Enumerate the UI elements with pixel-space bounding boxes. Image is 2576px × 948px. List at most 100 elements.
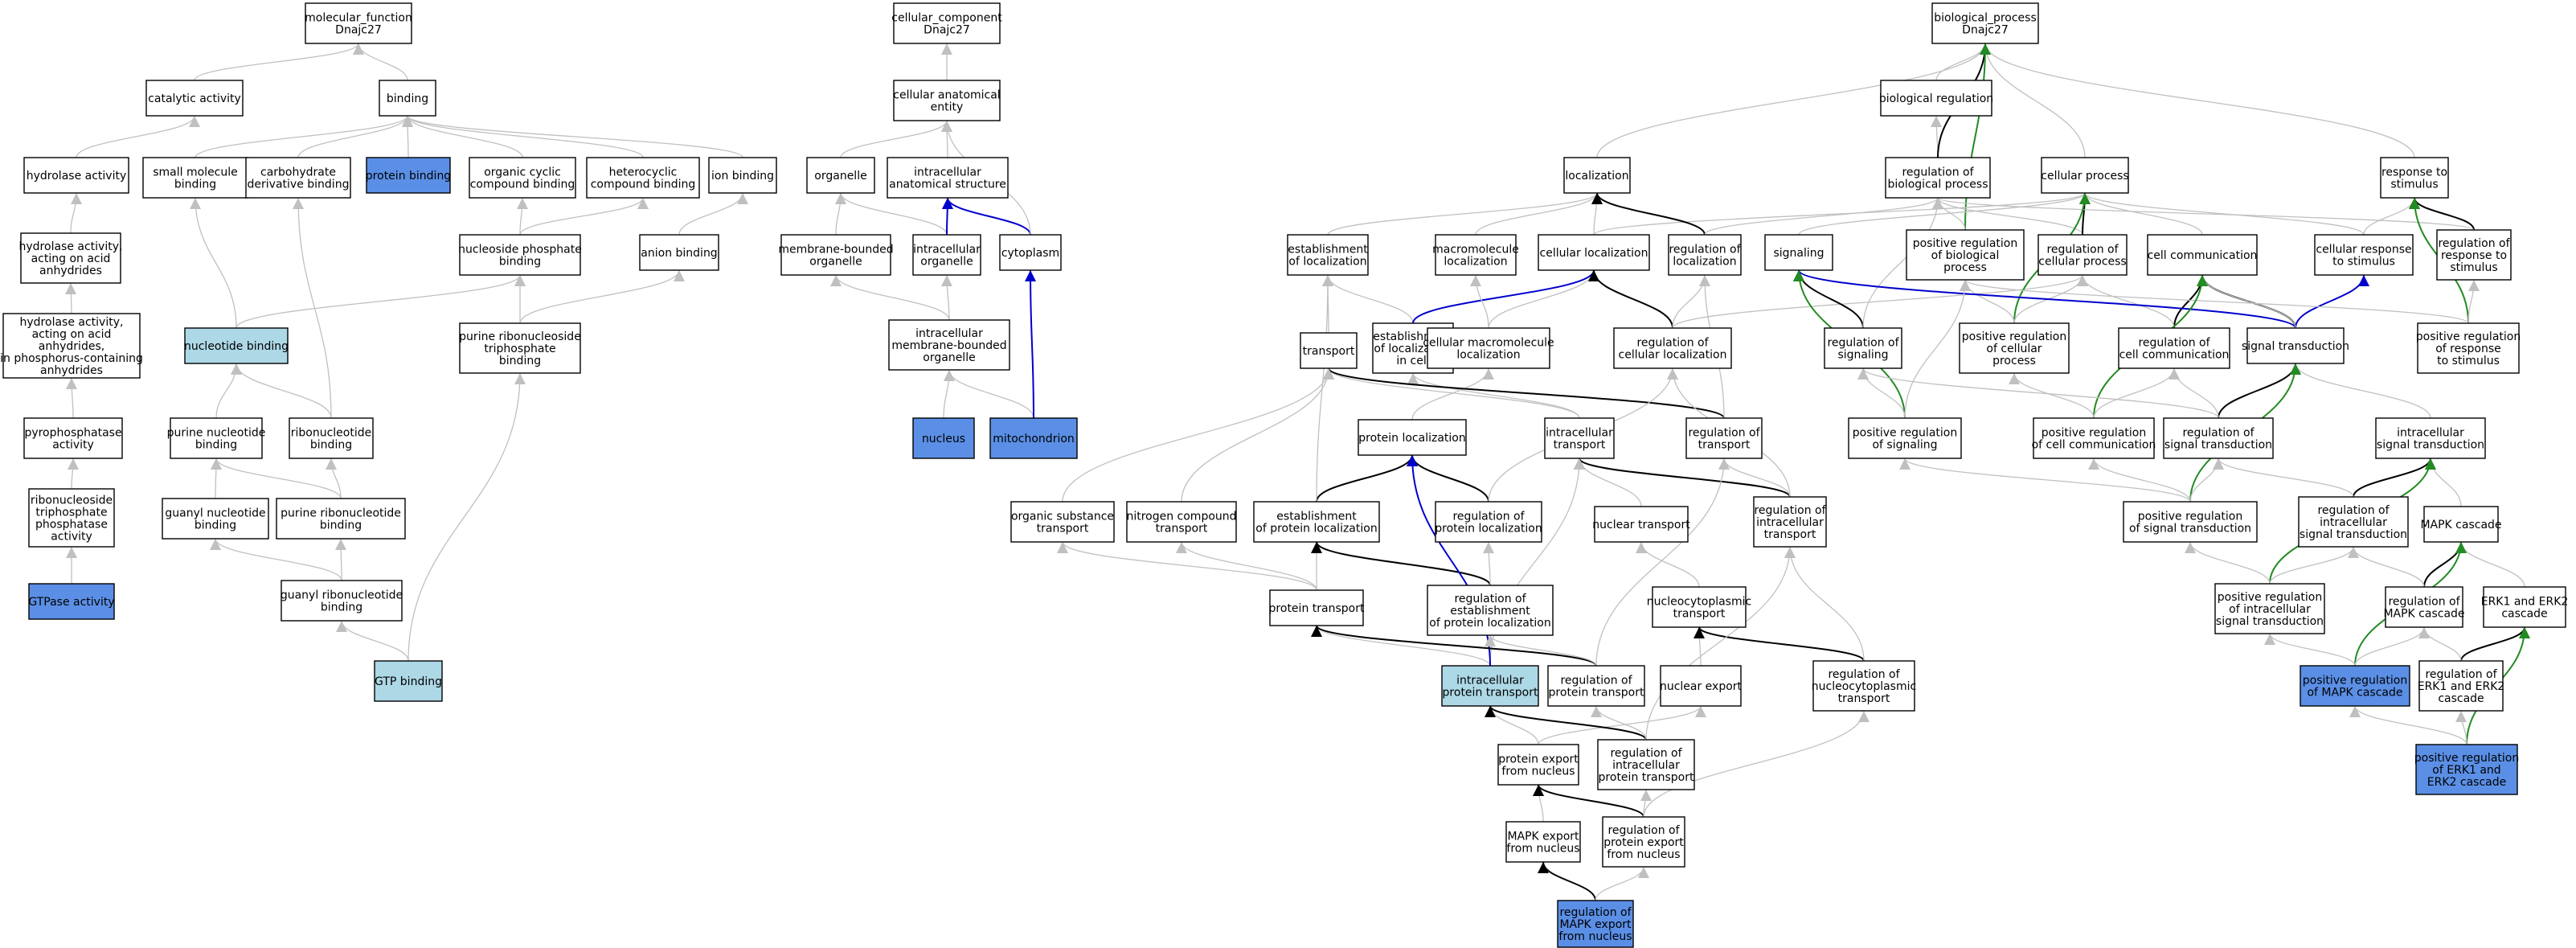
edge-is-a	[2077, 274, 2175, 329]
node-box	[374, 660, 443, 702]
node-box	[887, 157, 1009, 199]
node-label-line: guanyl ribonucleotide	[281, 589, 403, 602]
node-box	[1959, 322, 2070, 374]
node-label-line: binding	[310, 439, 352, 452]
node-label-line: molecular_function	[305, 12, 412, 25]
edge-is-a	[402, 115, 523, 158]
edge-is-a	[76, 115, 200, 158]
go-term-node: cytoplasm	[999, 234, 1062, 271]
node-box	[2147, 234, 2258, 276]
go-term-node: protein transport	[1269, 589, 1365, 626]
edge-is-a	[1645, 546, 1796, 741]
edge-is-a	[293, 197, 332, 419]
go-term-node: signaling	[1764, 234, 1833, 271]
edge-is-a	[519, 197, 649, 236]
edge-is-a	[1693, 626, 1706, 667]
node-label-line: ERK1 and ERK2	[2481, 596, 2569, 609]
node-label-line: cell communication	[2148, 249, 2258, 262]
node-label-line: activity	[51, 531, 92, 544]
node-label-line: transport	[1554, 439, 1606, 452]
node-label-line: signal transduction	[2216, 615, 2324, 628]
edge-is-a	[2455, 710, 2467, 745]
node-label-line: cellular process	[2041, 170, 2128, 183]
edge-is-a	[195, 115, 413, 158]
node-label-line: of response	[2435, 343, 2501, 355]
edge-is-a	[1475, 192, 1603, 236]
edge-is-a	[835, 192, 948, 236]
node-label-line: binding	[499, 256, 541, 269]
node-label-line: organelle	[923, 351, 975, 364]
node-label-line: nucleoside phosphate	[458, 244, 582, 256]
node-label-line: cell communication	[2119, 349, 2230, 362]
node-label-line: regulation of	[2317, 504, 2390, 517]
node-label-line: regulation of	[1560, 675, 1632, 687]
edge-is-a	[1636, 541, 1700, 588]
node-label-line: establishment	[1450, 605, 1530, 618]
node-box	[28, 583, 115, 620]
node-label-line: intracellular	[2397, 427, 2464, 440]
edge-layer	[65, 43, 2530, 901]
node-box	[170, 417, 263, 459]
node-box	[276, 498, 406, 540]
node-label-line: Dnajc27	[335, 24, 382, 37]
node-label-line: signal transduction	[2300, 528, 2407, 541]
node-label-line: of intracellular	[2229, 603, 2311, 616]
edge-regulates	[2173, 274, 2208, 329]
edge-is-a	[1980, 43, 2415, 158]
node-label-line: of MAPK cascade	[2307, 687, 2402, 700]
edge-is-a	[1595, 866, 1649, 901]
node-box	[2418, 660, 2504, 712]
node-label-line: transport	[1764, 528, 1816, 541]
go-term-node: GTPase activity	[28, 583, 115, 620]
node-label-line: binding	[195, 519, 236, 532]
edge-is-a	[943, 369, 955, 419]
edge-is-a	[1323, 367, 1580, 419]
edge-regulates	[1693, 626, 1865, 662]
node-label-line: positive regulation	[2416, 330, 2521, 343]
node-box	[2417, 322, 2520, 374]
node-box	[20, 232, 121, 284]
edge-is-a	[353, 43, 408, 81]
edge-regulates	[1485, 705, 1647, 741]
node-box	[1764, 234, 1833, 271]
node-box	[1253, 501, 1380, 543]
edge-is-a	[1596, 43, 1991, 158]
node-label-line: regulation of	[2182, 427, 2255, 440]
go-term-node: binding	[379, 80, 436, 117]
edge-is-a	[1862, 197, 1943, 329]
node-label-line: acting on acid	[31, 252, 111, 265]
node-box	[281, 580, 403, 622]
node-label-line: purine nucleotide	[167, 427, 266, 440]
node-label-line: positive regulation	[2218, 591, 2322, 604]
edge-is-a	[1485, 634, 1597, 667]
node-label-line: MAPK cascade	[2383, 608, 2464, 621]
go-term-node: cellular localization	[1538, 234, 1650, 271]
edge-part-of	[941, 197, 953, 236]
node-box	[1594, 506, 1689, 543]
node-box	[893, 80, 1001, 121]
edge-regulates	[2409, 197, 2475, 231]
node-label-line: positive regulation	[2138, 511, 2242, 523]
go-term-node: nucleotide binding	[184, 327, 289, 364]
node-label-line: transport	[1838, 692, 1890, 705]
node-box	[989, 417, 1078, 459]
node-box	[289, 417, 374, 459]
node-label-line: protein localization	[1358, 432, 1465, 445]
edge-is-a	[2348, 546, 2425, 588]
